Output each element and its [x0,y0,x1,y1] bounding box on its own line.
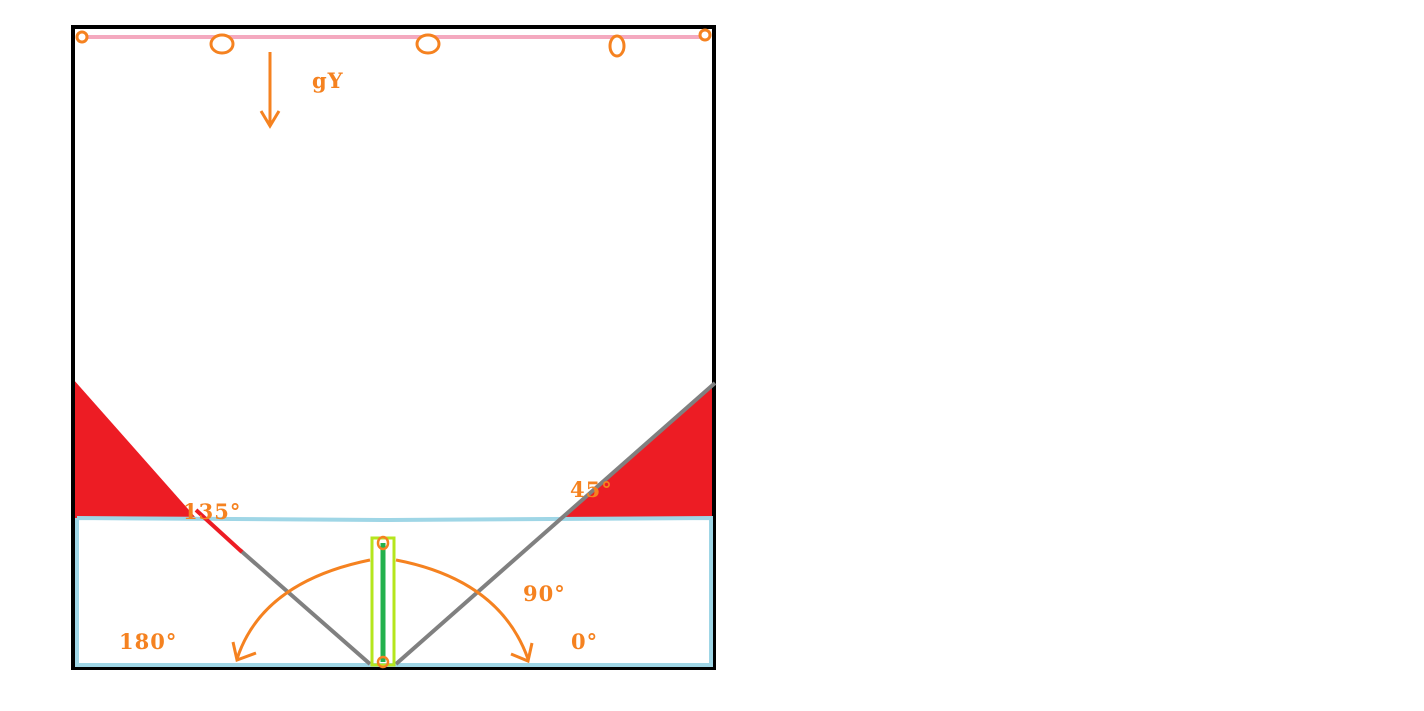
curved-arrow-icon-right [395,558,534,664]
left-diagonal-red-segment [194,508,244,554]
angle-label-90: 90° [523,581,566,606]
angle-label-0: 0° [571,629,598,654]
left-red-wedge [73,379,196,518]
stick-bottom-pivot [376,655,390,669]
rail-anchor-right [698,28,712,42]
water-region [75,515,713,667]
angle-label-135: 135° [183,499,241,524]
rail-anchor-left [75,30,89,44]
stick-top-pivot [376,535,390,551]
curved-arrow-icon-left [231,558,371,663]
left-diagonal-line [238,548,372,666]
rail-ring [209,33,235,55]
angle-label-45: 45° [570,477,613,502]
rail-ring [415,33,441,55]
gravity-label: gY [312,68,344,93]
angle-label-180: 180° [119,629,177,654]
down-arrow-icon [259,52,281,129]
rail-ring [608,34,626,58]
right-diagonal-line [394,381,717,666]
outer-frame [71,25,716,670]
